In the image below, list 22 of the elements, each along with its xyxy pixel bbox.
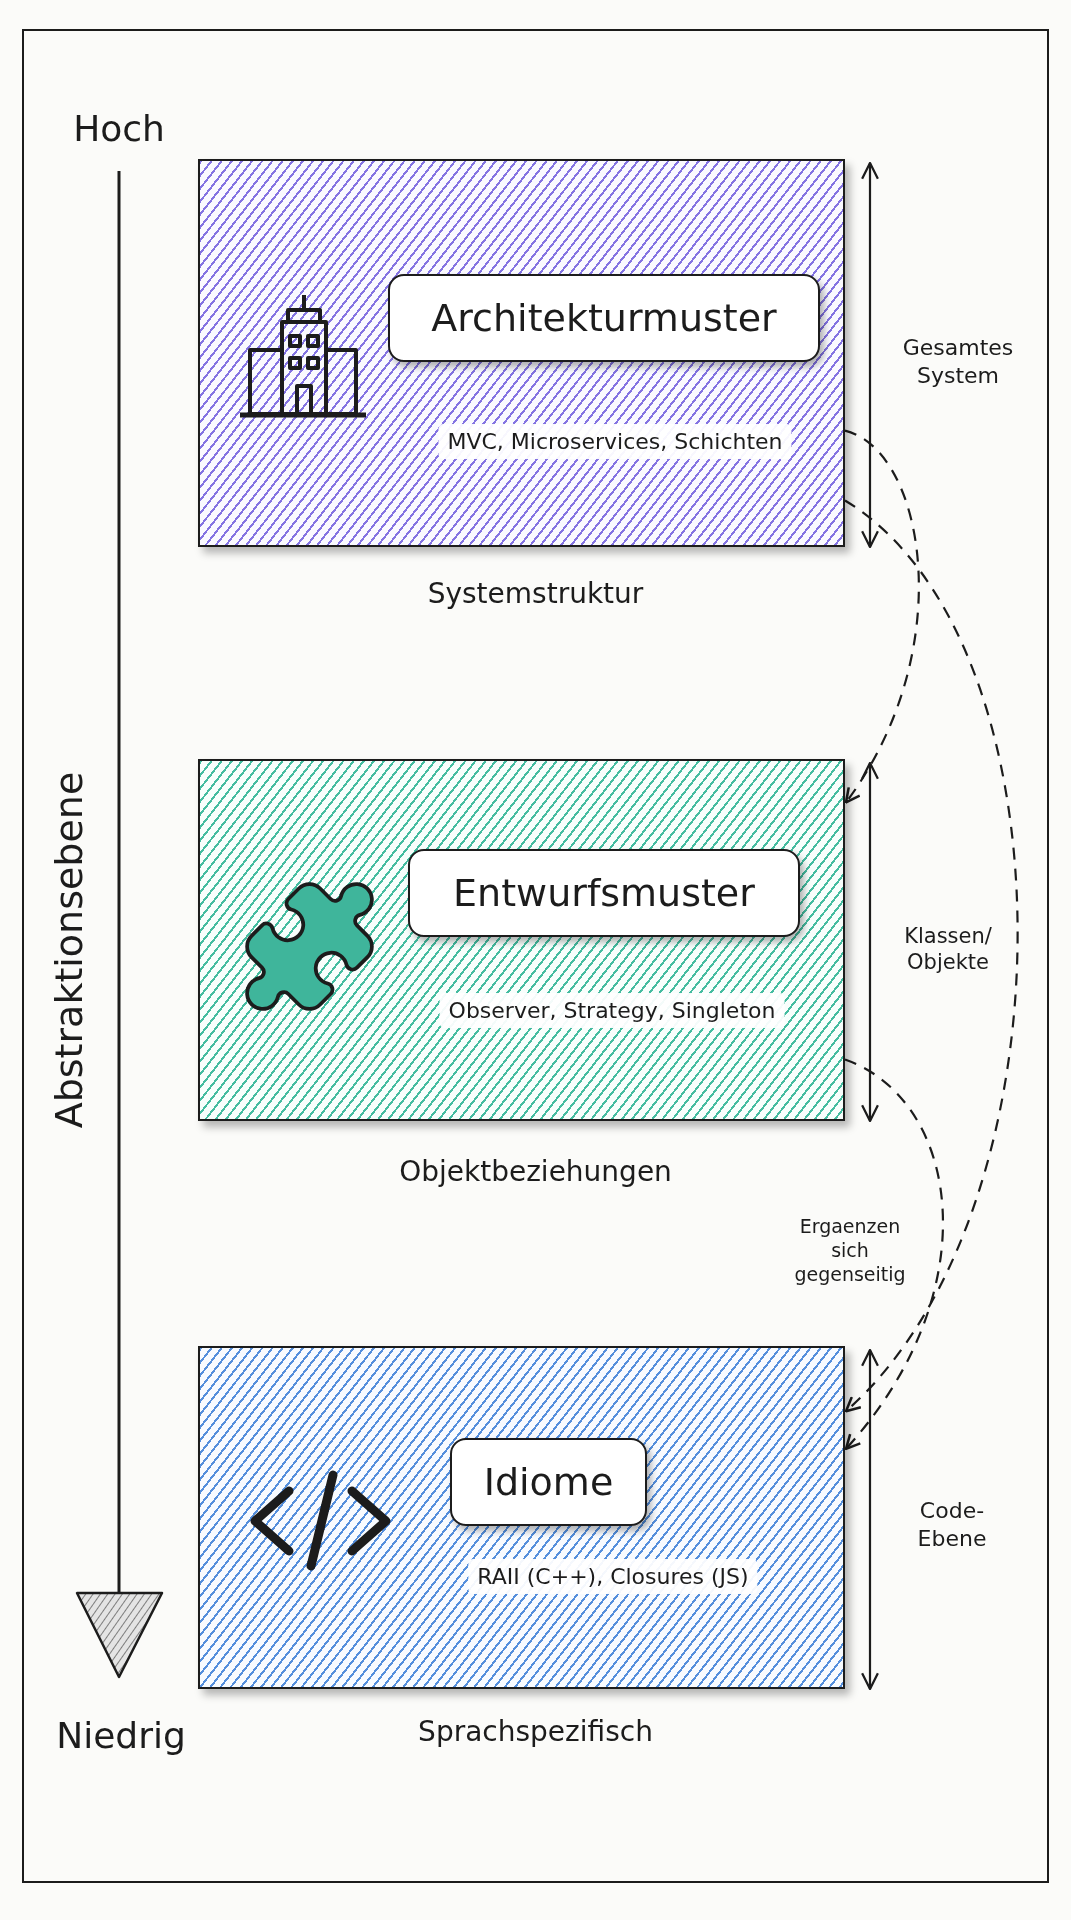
level-title: Entwurfsmuster <box>408 849 800 937</box>
hatched-panel <box>198 759 845 1121</box>
hatched-panel <box>198 1346 845 1689</box>
caption-text: Objektbeziehungen <box>399 1155 672 1188</box>
scope-label: Klassen/ Objekte <box>903 922 993 976</box>
examples-text: MVC, Microservices, Schichten <box>438 424 792 459</box>
level-title: Architekturmuster <box>388 274 820 362</box>
axis-label: Hoch <box>73 106 165 151</box>
level-title: Idiome <box>450 1438 647 1526</box>
scope-label: Gesamtes System <box>901 333 1015 389</box>
dashed-arrow <box>844 499 1019 1413</box>
dashed-arrow <box>844 429 920 804</box>
caption-text: Sprachspezifisch <box>418 1715 653 1748</box>
hatched-panel <box>198 159 845 547</box>
axis-label: Niedrig <box>56 1713 186 1758</box>
axis-title: Abstraktionsebene <box>46 771 93 1129</box>
scope-label: Code- Ebene <box>916 1496 988 1552</box>
examples-text: RAII (C++), Closures (JS) <box>468 1559 758 1594</box>
dashed-arrow <box>844 1058 944 1451</box>
examples-text: Observer, Strategy, Singleton <box>439 993 785 1028</box>
caption-text: Systemstruktur <box>427 577 644 610</box>
note-text: Ergaenzen sich gegenseitig <box>793 1215 907 1287</box>
